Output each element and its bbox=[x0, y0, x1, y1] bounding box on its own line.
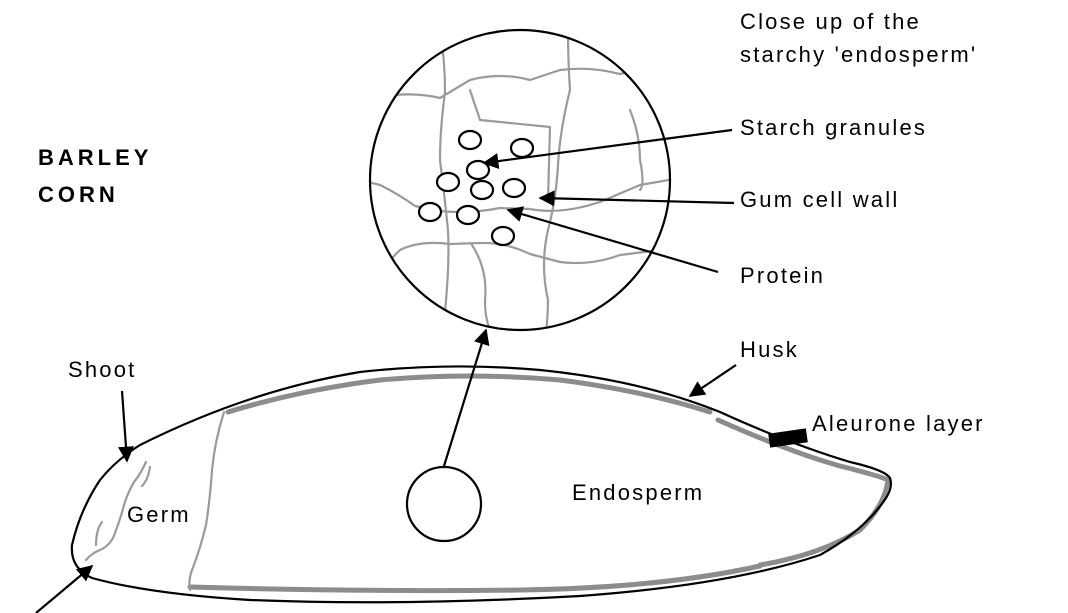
arrow-shoot bbox=[122, 391, 127, 461]
label-starch-granules: Starch granules bbox=[740, 115, 927, 140]
closeup-caption: Close up of the starchy 'endosperm' bbox=[740, 9, 977, 67]
closeup-caption-line-2: starchy 'endosperm' bbox=[740, 42, 977, 67]
label-gum-cell-wall: Gum cell wall bbox=[740, 187, 899, 212]
germ-boundary bbox=[189, 412, 224, 590]
aleurone-marker bbox=[768, 428, 808, 447]
starch-granule bbox=[457, 206, 479, 224]
starch-granule bbox=[511, 139, 533, 157]
label-germ: Germ bbox=[127, 502, 191, 527]
label-endosperm: Endosperm bbox=[572, 480, 704, 505]
starch-granule bbox=[471, 181, 493, 199]
barley-grain bbox=[72, 330, 891, 602]
starch-granule bbox=[437, 173, 459, 191]
arrow-protein bbox=[508, 210, 718, 272]
grain-outline bbox=[72, 366, 891, 602]
label-aleurone-layer: Aleurone layer bbox=[812, 411, 985, 436]
starch-granule bbox=[492, 227, 514, 245]
title-line-2: CORN bbox=[38, 182, 119, 207]
label-protein: Protein bbox=[740, 263, 825, 288]
label-husk: Husk bbox=[740, 337, 799, 362]
arrow-husk bbox=[690, 365, 736, 396]
starch-granule bbox=[503, 179, 525, 197]
diagram-title: BARLEY CORN bbox=[38, 145, 152, 207]
endosperm-sample-circle bbox=[407, 467, 481, 541]
title-line-1: BARLEY bbox=[38, 145, 152, 170]
arrow-root bbox=[36, 566, 92, 613]
label-shoot: Shoot bbox=[68, 357, 137, 382]
starch-granule bbox=[459, 131, 481, 149]
arrow-zoom-to-closeup bbox=[444, 330, 486, 466]
closeup-caption-line-1: Close up of the bbox=[740, 9, 921, 34]
starch-granule bbox=[419, 203, 441, 221]
arrow-gum-cell-wall bbox=[540, 198, 734, 203]
starch-granules bbox=[419, 131, 533, 245]
root-line bbox=[96, 522, 102, 545]
closeup-magnifier bbox=[350, 30, 680, 340]
